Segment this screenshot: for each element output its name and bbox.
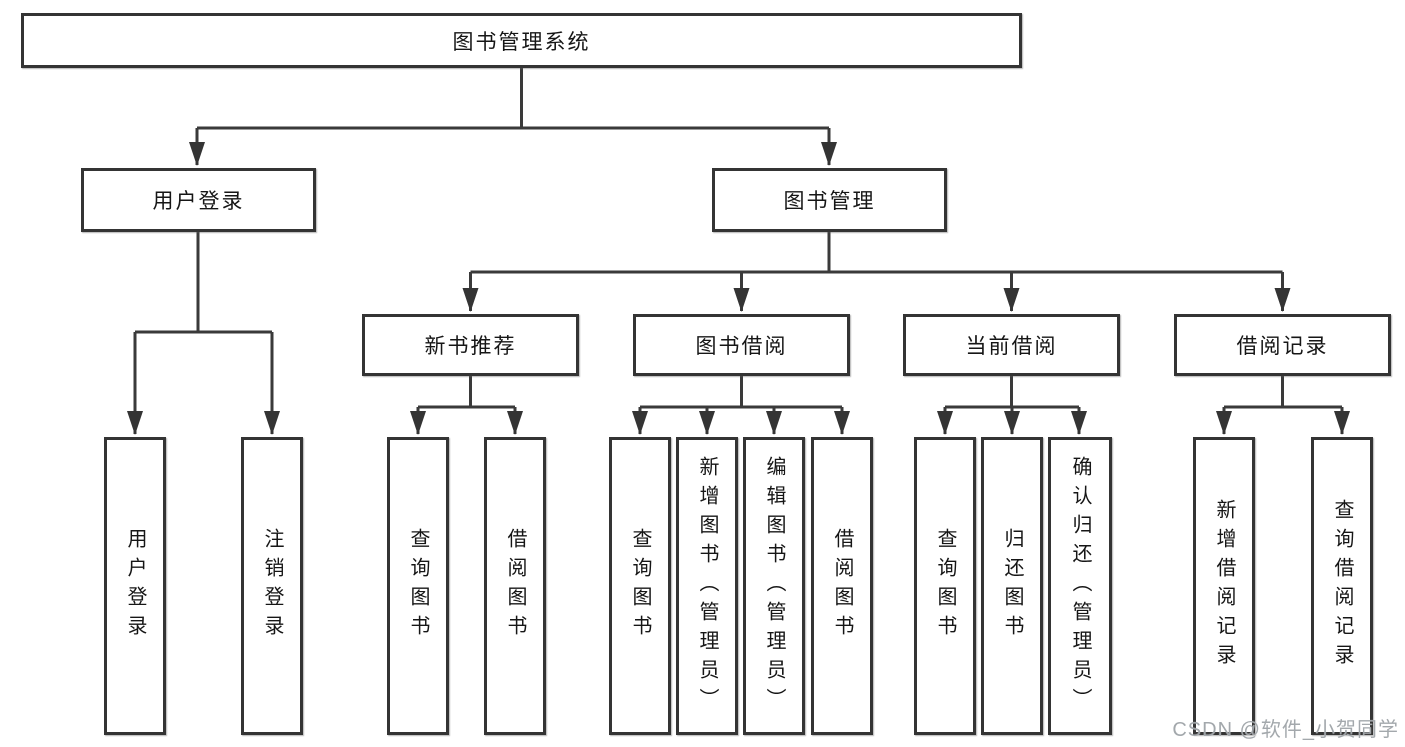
node-label: 新增图书（管理员）	[696, 455, 718, 717]
node-label: 用户登录	[152, 190, 245, 213]
node-label: 新书推荐	[424, 335, 517, 358]
node-label: 查询图书	[629, 528, 651, 644]
leaf-add-borrow-record: 新增借阅记录	[1193, 437, 1255, 735]
leaf-logout: 注销登录	[241, 437, 303, 735]
node-label: 查询借阅记录	[1331, 499, 1353, 673]
node-root-library-system: 图书管理系统	[21, 13, 1022, 68]
leaf-user-login: 用户登录	[104, 437, 166, 735]
leaf-return-books: 归还图书	[981, 437, 1043, 735]
leaf-query-books-recommend: 查询图书	[387, 437, 449, 735]
node-label: 注销登录	[261, 528, 283, 644]
leaf-query-books-borrowing: 查询图书	[609, 437, 671, 735]
node-label: 图书借阅	[695, 335, 788, 358]
node-label: 图书管理	[783, 190, 876, 213]
leaf-edit-books-admin: 编辑图书（管理员）	[743, 437, 805, 735]
csdn-watermark: CSDN @软件_小贺同学	[1172, 719, 1399, 741]
node-label: 确认归还（管理员）	[1069, 455, 1091, 717]
node-book-borrowing: 图书借阅	[633, 314, 850, 376]
node-label: 借阅图书	[831, 528, 853, 644]
leaf-confirm-return-admin: 确认归还（管理员）	[1048, 437, 1112, 735]
node-label: 用户登录	[124, 528, 146, 644]
node-label: 新增借阅记录	[1213, 499, 1235, 673]
node-borrow-records: 借阅记录	[1174, 314, 1391, 376]
node-book-management-branch: 图书管理	[712, 168, 947, 232]
node-label: 归还图书	[1001, 528, 1023, 644]
leaf-query-borrow-record: 查询借阅记录	[1311, 437, 1373, 735]
node-label: 编辑图书（管理员）	[763, 455, 785, 717]
node-user-login-branch: 用户登录	[81, 168, 316, 232]
node-label: 查询图书	[934, 528, 956, 644]
node-label: 查询图书	[407, 528, 429, 644]
node-label: 当前借阅	[965, 335, 1058, 358]
leaf-borrow-books: 借阅图书	[811, 437, 873, 735]
node-label: 图书管理系统	[452, 30, 591, 54]
leaf-add-books-admin: 新增图书（管理员）	[676, 437, 738, 735]
node-current-borrowing: 当前借阅	[903, 314, 1120, 376]
node-new-book-recommend: 新书推荐	[362, 314, 579, 376]
node-label: 借阅图书	[504, 528, 526, 644]
node-label: 借阅记录	[1236, 335, 1329, 358]
leaf-borrow-books-recommend: 借阅图书	[484, 437, 546, 735]
leaf-query-books-current: 查询图书	[914, 437, 976, 735]
